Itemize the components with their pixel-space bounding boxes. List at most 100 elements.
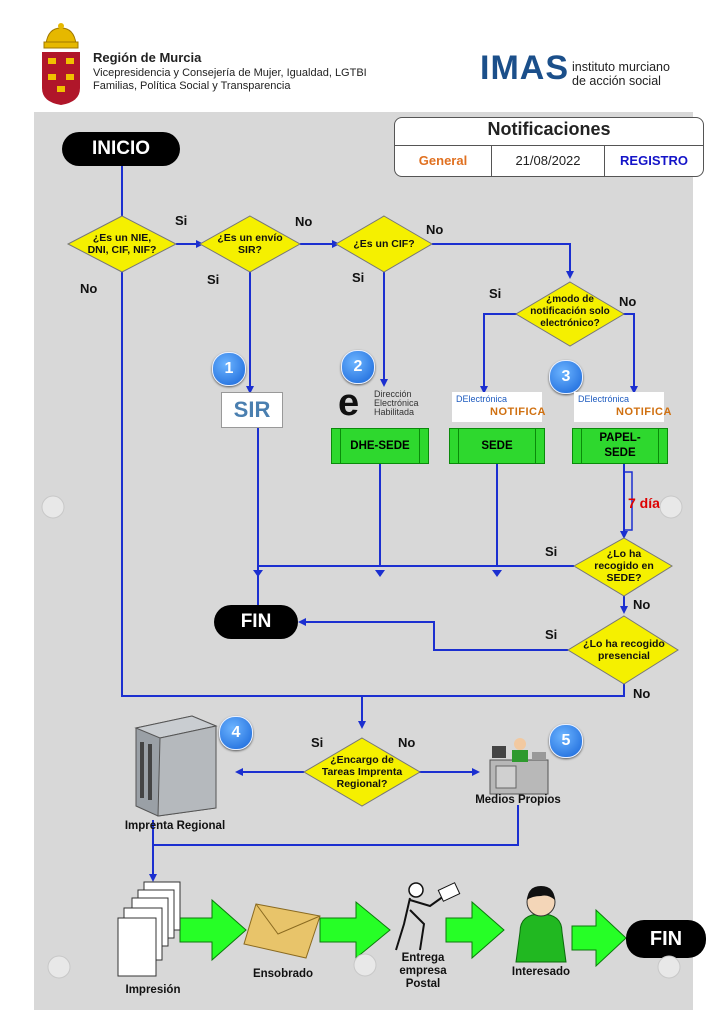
label-no-q3: No [426,222,444,237]
q4-line-3: electrónico? [540,318,600,329]
label-si-q7: Si [311,735,324,750]
q5-line-3: SEDE? [606,572,642,584]
diamond-q3 [335,215,433,273]
q7-line-3: Regional? [336,778,388,790]
step-4-badge: 4 [219,716,253,750]
ensobrado-label: Ensobrado [252,968,314,980]
notifica-icon: NOTIFICA [490,406,546,418]
q4-line-2: notificación solo [530,306,610,317]
org-line-2: Familias, Política Social y Transparenci… [93,80,291,92]
imprenta-label: Imprenta Regional [124,820,226,832]
diamond-q4 [515,281,625,347]
diamond-q7 [303,737,421,807]
imas-logo: IMAS instituto murciano de acción social [480,49,680,95]
sede-electronica-icon-2: DElectrónica [578,394,630,404]
step-3-badge: 3 [549,360,583,394]
registro-cell: REGISTRO [620,153,688,168]
label-no-q4: No [619,294,637,309]
label-no-q1: No [80,281,98,296]
q5-text: ¿Lo ha recogido en SEDE? [580,548,668,584]
medios-label: Medios Propios [475,794,561,806]
q4-text: ¿modo de notificación solo electrónico? [518,294,622,330]
interesado-label: Interesado [511,966,571,978]
label-si-q4: Si [489,286,502,301]
q2-text: ¿Es un envío SIR? [204,232,296,256]
step-2-badge: 2 [341,350,375,384]
crest-icon [42,23,80,105]
label-si-q2: Si [207,272,220,287]
fin-terminal: FIN [214,605,298,639]
papel-sede-box: PAPEL- SEDE [572,428,668,464]
q6-text: ¿Lo ha recogido presencial [572,638,676,662]
diamond-q6 [567,615,679,685]
q1-text: ¿Es un NIE, DNI, CIF, NIF? [72,232,172,256]
diamond-q5 [573,537,673,597]
org-title: Región de Murcia [93,50,202,65]
entrega-label: Entrega empresa Postal [399,952,447,990]
sede-notifica-logo-1: DElectrónica NOTIFICA [452,392,545,422]
label-no-q7: No [398,735,416,750]
header [34,16,693,112]
envelope-icon [243,903,321,959]
label-si-q1: Si [175,213,188,228]
decorative-plus-icon-3 [47,955,71,979]
notificaciones-title: Notificaciones [487,119,611,139]
q4-line-1: ¿modo de [546,294,594,305]
imas-line-1: instituto murciano [572,60,670,74]
label-no-q2: No [295,214,313,229]
green-arrow-2 [319,900,391,960]
label-no-q6: No [633,686,651,701]
line-medios-merge [153,805,519,846]
deh-logo: e Dirección Electrónica Habilitada [332,382,428,424]
q2-line-2: SIR? [238,244,262,256]
notifica-icon-2: NOTIFICA [616,406,672,418]
green-arrow-4 [571,908,627,968]
arrow-q3-q4 [432,243,574,279]
sede-box: SEDE [449,428,545,464]
decorative-plus-icon [41,495,65,519]
notificaciones-box: Notificaciones General 21/08/2022 REGIST… [394,117,704,177]
q1-line-2: DNI, CIF, NIF? [87,244,157,256]
deh-text: Dirección Electrónica Habilitada [374,389,419,417]
documents-stack-icon [117,881,181,977]
server-icon [134,715,218,817]
arrow-q6-fin [298,618,568,651]
inicio-terminal: INICIO [62,132,180,166]
q7-line-2: Tareas Imprenta [321,766,403,778]
q1-line-1: ¿Es un NIE, [92,232,152,244]
q2-line-1: ¿Es un envío [217,232,283,244]
label-no-q5: No [633,597,651,612]
notificaciones-row: General 21/08/2022 REGISTRO [395,145,703,176]
label-si-q5: Si [545,544,558,559]
green-arrow-1 [179,898,247,962]
q7-text: ¿Encargo de Tareas Imprenta Regional? [310,754,414,790]
general-cell: General [418,153,468,168]
imas-line-2: de acción social [572,74,661,88]
arrow-q4-papel [622,313,638,394]
q6-line-1: ¿Lo ha recogido [583,638,665,650]
step-5-badge: 5 [549,724,583,758]
diamond-q2 [198,215,302,273]
seven-days-label: 7 días [628,495,668,511]
q5-line-2: recogido en [594,560,654,572]
q6-line-2: presencial [598,650,650,662]
q7-line-1: ¿Encargo de [330,754,394,766]
decorative-plus-icon-4 [353,953,377,977]
q3-text: ¿Es un CIF? [340,238,428,250]
decorative-plus-icon-2 [659,495,683,519]
imas-wordmark: IMAS [480,49,569,87]
sir-logo: SIR [221,392,283,428]
label-si-q6: Si [545,627,558,642]
sede-electronica-icon: DElectrónica [456,394,508,404]
deh-e-icon: e [338,382,360,424]
postal-delivery-icon [395,882,461,951]
green-arrow-3 [445,900,505,960]
sede-notifica-logo-2: DElectrónica NOTIFICA [574,392,671,422]
person-icon [515,886,567,963]
step-1-badge: 1 [212,352,246,386]
date-cell: 21/08/2022 [515,153,581,168]
line-no-loop [121,272,625,697]
arrow-q4-sede [480,313,518,394]
